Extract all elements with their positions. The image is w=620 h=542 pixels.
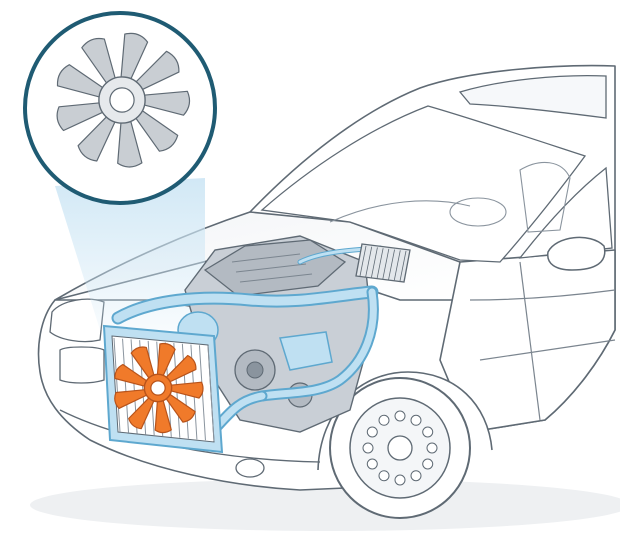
fan-blade <box>130 346 155 379</box>
rim-hole <box>422 458 434 470</box>
hub <box>387 435 413 461</box>
rim-hole <box>366 458 378 470</box>
rim-hole <box>394 410 406 422</box>
pulley <box>246 361 264 379</box>
heater-fin <box>393 250 401 281</box>
heater-core-fins <box>359 245 407 282</box>
heater-fin <box>365 246 373 277</box>
fan-blade <box>114 363 148 387</box>
fan-blade <box>165 354 197 383</box>
rim-hole <box>410 414 422 426</box>
fan-blade <box>165 393 196 423</box>
sunroof <box>458 74 607 119</box>
fan-blade <box>134 109 179 152</box>
fan-blade <box>81 37 116 85</box>
valve-cover-ribs <box>231 253 313 283</box>
callout-beam <box>55 178 205 330</box>
rim-hole <box>378 414 390 426</box>
fog-light <box>235 458 265 478</box>
fan-blade <box>134 50 180 91</box>
fan-blade <box>120 32 149 81</box>
car-glass <box>260 74 613 263</box>
heater-core-body <box>355 243 411 283</box>
dashboard <box>329 200 471 223</box>
heater-fin <box>376 248 384 279</box>
fan-blade <box>56 64 105 98</box>
headlight <box>49 298 105 343</box>
side-window <box>518 166 613 259</box>
heater-fin <box>371 247 378 278</box>
fan-magnifier-icon <box>23 11 217 205</box>
heater-fin <box>399 250 407 282</box>
rim-hole <box>394 474 406 486</box>
fan-blade <box>128 397 155 430</box>
front-wheel <box>317 371 493 519</box>
rim-hole <box>422 426 434 438</box>
radiator-fin <box>113 337 121 433</box>
body-lines <box>469 261 616 421</box>
seat-back <box>519 161 571 233</box>
fan-detail-icon <box>56 32 191 168</box>
car-interior <box>329 161 571 233</box>
heater-fin <box>388 249 395 280</box>
rim-hole <box>362 442 374 454</box>
grille <box>59 346 105 384</box>
fan-blade <box>156 342 176 377</box>
radiator-fin <box>207 345 215 442</box>
rim-hole <box>410 470 422 482</box>
fan-blade <box>142 90 191 116</box>
fan-blade <box>56 102 105 132</box>
heater-fin <box>382 248 390 279</box>
fan-blade <box>117 119 143 168</box>
fan-blade <box>77 115 116 162</box>
heater-core <box>355 243 411 283</box>
fan-blade <box>170 381 204 399</box>
radiator-fin <box>122 338 130 433</box>
fan-hub-center <box>109 87 135 113</box>
rim-hole <box>366 426 378 438</box>
rim-holes <box>362 410 438 486</box>
windshield <box>260 105 587 263</box>
fan-blade <box>154 399 172 434</box>
rim-hole <box>426 442 438 454</box>
fan-hub-center <box>150 380 166 396</box>
side-mirror <box>547 236 606 271</box>
heater-fin <box>359 245 367 277</box>
rim-hole <box>378 470 390 482</box>
ground-shadow <box>30 479 620 531</box>
coolant-reservoir <box>279 331 333 371</box>
steering-wheel <box>449 197 507 227</box>
radiator-fan-icon <box>114 342 204 434</box>
fan-blade <box>114 389 148 409</box>
